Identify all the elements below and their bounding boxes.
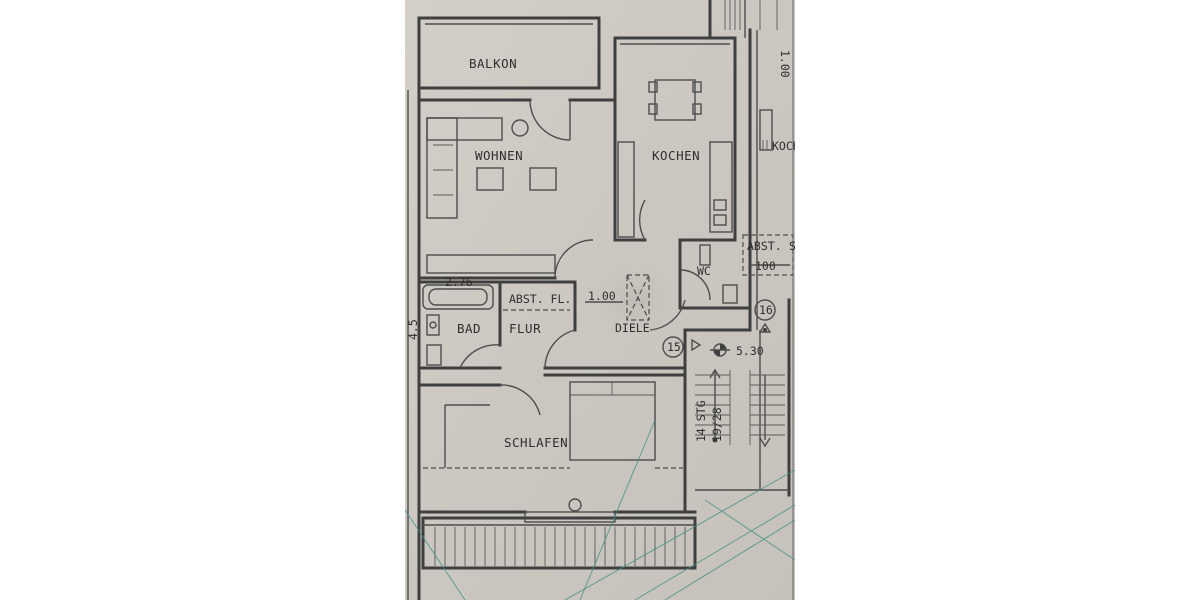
level-marker-value: 5.30 bbox=[736, 344, 764, 358]
dimension-top-edge: 1.00 bbox=[778, 50, 792, 78]
diele-ceiling-fixture bbox=[626, 274, 650, 321]
dimension-abst-width: 100 bbox=[755, 259, 776, 273]
room-label-abst-neighbor: ABST. bbox=[747, 239, 782, 253]
unit-15-circle bbox=[662, 336, 684, 358]
dimension-diele-width: 1.00 bbox=[588, 289, 616, 303]
room-label-bad: BAD bbox=[457, 321, 481, 336]
diele-shading bbox=[590, 260, 680, 340]
balcony-railing-hatch bbox=[434, 527, 686, 566]
room-label-wc: WC bbox=[697, 264, 711, 278]
top-right-hatch bbox=[724, 0, 741, 30]
room-label-abst-fl: ABST. FL. bbox=[509, 292, 571, 306]
stairs-steps-label: 14 STG bbox=[694, 400, 708, 442]
floor-plan-drawing: BALKON WOHNEN KOCHEN KOCH WC ABST. FL. B… bbox=[405, 0, 795, 600]
direction-arrow-left bbox=[691, 338, 702, 352]
unit-16-circle bbox=[754, 299, 776, 321]
floor-plan-sheet: BALKON WOHNEN KOCHEN KOCH WC ABST. FL. B… bbox=[405, 0, 795, 600]
dimension-left-edge-b: 4.5 bbox=[406, 319, 420, 340]
stairwell bbox=[695, 328, 785, 448]
dimension-left-edge-a: 2.76 bbox=[445, 275, 473, 289]
room-label-flur: FLUR bbox=[509, 321, 541, 336]
wall-lines bbox=[407, 0, 794, 600]
room-label-kochen-neighbor: KOCH bbox=[772, 139, 795, 153]
neighbor-storage-outline bbox=[742, 234, 794, 276]
room-label-schlafen: SCHLAFEN bbox=[504, 435, 568, 450]
stairs-steps-ratio: 19/28 bbox=[710, 407, 724, 442]
room-label-diele: DIELE bbox=[615, 321, 650, 335]
room-label-kochen: KOCHEN bbox=[652, 148, 700, 163]
room-label-abst-neighbor-suffix: S bbox=[789, 239, 795, 253]
level-marker-symbol bbox=[710, 343, 730, 357]
room-label-wohnen: WOHNEN bbox=[475, 148, 523, 163]
green-survey-lines bbox=[405, 419, 795, 600]
direction-arrow-up bbox=[758, 322, 772, 333]
unit-16-label: 16 bbox=[759, 303, 773, 317]
unit-15-label: 15 bbox=[667, 340, 681, 354]
room-label-balkon: BALKON bbox=[469, 56, 517, 71]
